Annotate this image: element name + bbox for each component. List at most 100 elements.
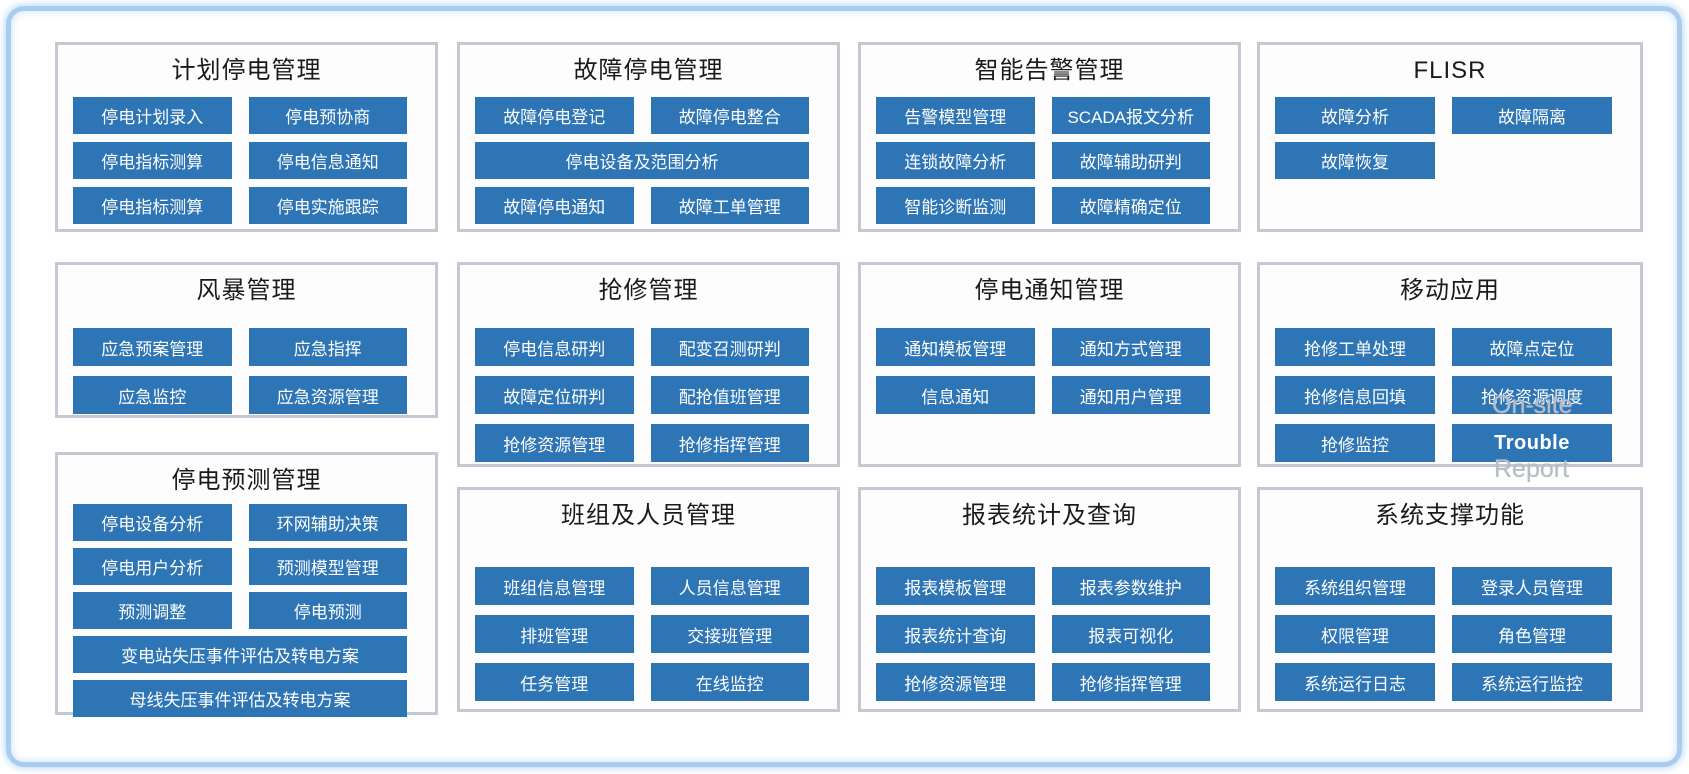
module-button[interactable]: 信息通知 — [876, 376, 1035, 414]
module-button[interactable]: 排班管理 — [475, 615, 634, 653]
panel-title: 报表统计及查询 — [962, 502, 1137, 529]
module-button[interactable]: 预测调整 — [73, 592, 232, 629]
module-button[interactable]: 停电设备及范围分析 — [475, 142, 809, 179]
module-button[interactable]: 停电预协商 — [248, 97, 407, 134]
module-button-grid: 停电信息研判配变召测研判故障定位研判配抢值班管理抢修资源管理抢修指挥管理 — [475, 328, 809, 462]
module-button[interactable]: 停电信息研判 — [475, 328, 634, 366]
module-button[interactable]: 配变召测研判 — [650, 328, 809, 366]
panel-planned-outage-mgmt: 计划停电管理 停电计划录入停电预协商停电指标测算停电信息通知停电指标测算停电实施… — [55, 42, 438, 232]
module-button[interactable]: 停电设备分析 — [73, 504, 232, 541]
module-button[interactable]: Trouble — [1452, 424, 1612, 462]
panel-title: 移动应用 — [1400, 277, 1500, 304]
module-button[interactable]: 环网辅助决策 — [248, 504, 407, 541]
module-button[interactable]: 预测模型管理 — [248, 548, 407, 585]
module-button[interactable]: 故障分析 — [1275, 97, 1435, 134]
ghost-text: Report — [1494, 455, 1570, 483]
module-button[interactable]: 故障定位研判 — [475, 376, 634, 414]
panel-title: 停电预测管理 — [171, 467, 322, 494]
panel-title: 计划停电管理 — [171, 57, 322, 84]
panel-title: FLISR — [1413, 57, 1487, 84]
module-button[interactable]: SCADA报文分析 — [1051, 97, 1210, 134]
panel-title: 系统支撑功能 — [1375, 502, 1525, 529]
module-button[interactable]: 故障辅助研判 — [1051, 142, 1210, 179]
module-button[interactable]: 交接班管理 — [650, 615, 809, 653]
panel-title: 智能告警管理 — [974, 57, 1125, 84]
module-button[interactable]: 停电指标测算 — [73, 142, 232, 179]
module-button[interactable]: 变电站失压事件评估及转电方案 — [73, 636, 407, 673]
panel-storm-mgmt: 风暴管理 应急预案管理应急指挥应急监控应急资源管理 — [55, 262, 438, 418]
module-button[interactable]: 告警模型管理 — [876, 97, 1035, 134]
module-button[interactable]: 应急指挥 — [248, 328, 407, 366]
panel-title: 停电通知管理 — [974, 277, 1125, 304]
module-button[interactable]: 故障隔离 — [1452, 97, 1612, 134]
module-button[interactable]: 系统运行日志 — [1275, 663, 1435, 701]
module-button-grid: 故障停电登记故障停电整合停电设备及范围分析故障停电通知故障工单管理 — [475, 97, 809, 224]
module-button[interactable]: 故障点定位 — [1452, 328, 1612, 366]
module-button[interactable]: 母线失压事件评估及转电方案 — [73, 680, 407, 717]
module-button-grid: 班组信息管理人员信息管理排班管理交接班管理任务管理在线监控 — [475, 567, 809, 701]
module-button[interactable]: 系统组织管理 — [1275, 567, 1435, 605]
module-button[interactable]: 智能诊断监测 — [876, 187, 1035, 224]
module-button-grid: 故障分析故障隔离故障恢复 — [1275, 97, 1612, 179]
panel-title: 班组及人员管理 — [561, 502, 736, 529]
panel-title: 抢修管理 — [598, 277, 699, 304]
module-button[interactable]: 报表参数维护 — [1051, 567, 1210, 605]
module-button[interactable]: 停电预测 — [248, 592, 407, 629]
module-button-grid: 停电计划录入停电预协商停电指标测算停电信息通知停电指标测算停电实施跟踪 — [73, 97, 407, 224]
module-button[interactable]: 故障工单管理 — [650, 187, 809, 224]
module-button[interactable]: 通知模板管理 — [876, 328, 1035, 366]
module-button[interactable]: 报表模板管理 — [876, 567, 1035, 605]
module-button[interactable]: 抢修指挥管理 — [1051, 663, 1210, 701]
module-button-grid: 应急预案管理应急指挥应急监控应急资源管理 — [73, 328, 407, 414]
module-button[interactable]: 在线监控 — [650, 663, 809, 701]
panel-team-personnel-mgmt: 班组及人员管理 班组信息管理人员信息管理排班管理交接班管理任务管理在线监控 — [457, 487, 840, 712]
module-button-grid: 停电设备分析环网辅助决策停电用户分析预测模型管理预测调整停电预测变电站失压事件评… — [73, 504, 407, 717]
module-button-grid: 通知模板管理通知方式管理信息通知通知用户管理 — [876, 328, 1210, 414]
module-button[interactable]: 抢修工单处理 — [1275, 328, 1435, 366]
module-button[interactable]: 应急资源管理 — [248, 376, 407, 414]
module-button-grid: 抢修工单处理故障点定位抢修信息回填抢修资源调度抢修监控 Trouble — [1275, 328, 1612, 462]
module-button[interactable]: 报表可视化 — [1051, 615, 1210, 653]
module-button[interactable]: 配抢值班管理 — [650, 376, 809, 414]
module-button[interactable]: 停电用户分析 — [73, 548, 232, 585]
module-button[interactable]: 应急监控 — [73, 376, 232, 414]
module-button[interactable]: 抢修资源管理 — [475, 424, 634, 462]
panel-fault-outage-mgmt: 故障停电管理 故障停电登记故障停电整合停电设备及范围分析故障停电通知故障工单管理 — [457, 42, 840, 232]
panel-title: 风暴管理 — [196, 277, 297, 304]
panel-smart-alarm-mgmt: 智能告警管理 告警模型管理 SCADA报文分析连锁故障分析故障辅助研判智能诊断监测… — [858, 42, 1241, 232]
module-button[interactable]: 停电指标测算 — [73, 187, 232, 224]
module-button[interactable]: 任务管理 — [475, 663, 634, 701]
module-button[interactable]: 停电计划录入 — [73, 97, 232, 134]
module-button[interactable]: 故障停电通知 — [475, 187, 634, 224]
panel-outage-notice-mgmt: 停电通知管理 通知模板管理通知方式管理信息通知通知用户管理 — [858, 262, 1241, 467]
panel-title: 故障停电管理 — [573, 57, 724, 84]
module-button-grid: 告警模型管理 SCADA报文分析连锁故障分析故障辅助研判智能诊断监测故障精确定位 — [876, 97, 1210, 224]
module-button[interactable]: 故障停电整合 — [650, 97, 809, 134]
module-button[interactable]: 通知用户管理 — [1051, 376, 1210, 414]
panel-outage-forecast-mgmt: 停电预测管理 停电设备分析环网辅助决策停电用户分析预测模型管理预测调整停电预测变… — [55, 452, 438, 717]
module-button[interactable]: 抢修信息回填 — [1275, 376, 1435, 414]
module-button[interactable]: 抢修资源调度 — [1452, 376, 1612, 414]
module-button[interactable]: 停电实施跟踪 — [248, 187, 407, 224]
module-button[interactable]: 故障恢复 — [1275, 142, 1435, 179]
module-button[interactable]: 抢修资源管理 — [876, 663, 1035, 701]
module-button[interactable]: 故障精确定位 — [1051, 187, 1210, 224]
module-button[interactable]: 抢修监控 — [1275, 424, 1435, 462]
module-button[interactable]: 角色管理 — [1452, 615, 1612, 653]
module-button[interactable]: 权限管理 — [1275, 615, 1435, 653]
module-button[interactable]: 抢修指挥管理 — [650, 424, 809, 462]
module-button[interactable]: 班组信息管理 — [475, 567, 634, 605]
module-button[interactable]: 报表统计查询 — [876, 615, 1035, 653]
module-button[interactable]: 停电信息通知 — [248, 142, 407, 179]
module-button-grid: 报表模板管理报表参数维护报表统计查询报表可视化抢修资源管理抢修指挥管理 — [876, 567, 1210, 701]
module-button[interactable]: 应急预案管理 — [73, 328, 232, 366]
module-button[interactable]: 登录人员管理 — [1452, 567, 1612, 605]
panel-repair-mgmt: 抢修管理 停电信息研判配变召测研判故障定位研判配抢值班管理抢修资源管理抢修指挥管… — [457, 262, 840, 467]
module-button[interactable]: 人员信息管理 — [650, 567, 809, 605]
module-button[interactable]: 通知方式管理 — [1051, 328, 1210, 366]
module-button[interactable]: 系统运行监控 — [1452, 663, 1612, 701]
module-button[interactable]: 故障停电登记 — [475, 97, 634, 134]
module-button[interactable]: 连锁故障分析 — [876, 142, 1035, 179]
panel-report-stats-query: 报表统计及查询 报表模板管理报表参数维护报表统计查询报表可视化抢修资源管理抢修指… — [858, 487, 1241, 712]
